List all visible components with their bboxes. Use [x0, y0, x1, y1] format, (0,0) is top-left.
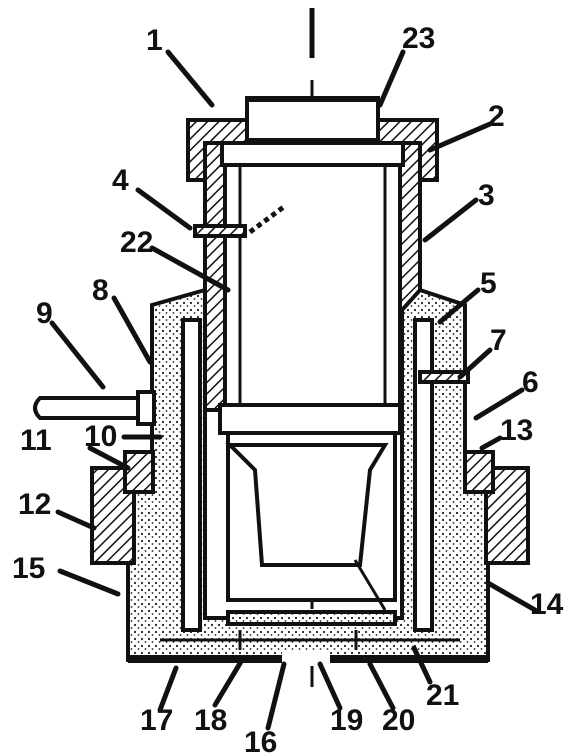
label-18: 18 — [194, 704, 227, 737]
label-21: 21 — [426, 679, 459, 712]
label-3: 3 — [478, 179, 495, 212]
label-5: 5 — [480, 267, 497, 300]
top-cap — [186, 96, 439, 182]
label-11: 11 — [20, 424, 52, 457]
label-20: 20 — [382, 704, 415, 737]
label-15: 15 — [12, 552, 45, 585]
label-6: 6 — [522, 366, 539, 399]
side-tube — [33, 390, 156, 426]
label-2: 2 — [488, 100, 505, 133]
label-13: 13 — [500, 414, 533, 447]
label-22: 22 — [120, 226, 153, 259]
right-clamp — [463, 450, 530, 565]
label-12: 12 — [18, 488, 51, 521]
label-1: 1 — [146, 24, 163, 57]
label-19: 19 — [330, 704, 363, 737]
label-16: 16 — [244, 726, 277, 756]
label-10: 10 — [84, 420, 117, 453]
part-labels: 1 23 2 3 4 22 5 8 9 7 6 10 13 11 12 15 1… — [12, 22, 564, 756]
label-17: 17 — [140, 704, 173, 737]
label-23: 23 — [402, 22, 435, 55]
label-14: 14 — [530, 588, 564, 621]
label-8: 8 — [92, 274, 109, 307]
label-4: 4 — [112, 164, 129, 197]
leader-lines — [49, 49, 538, 731]
label-9: 9 — [36, 297, 53, 330]
bottom-plate — [128, 630, 488, 666]
pin-7 — [418, 370, 470, 384]
label-7: 7 — [490, 324, 507, 357]
upper-sleeve — [203, 141, 422, 412]
inner-crucible — [218, 403, 402, 626]
left-clamp — [90, 450, 155, 565]
pin-4 — [193, 203, 287, 238]
